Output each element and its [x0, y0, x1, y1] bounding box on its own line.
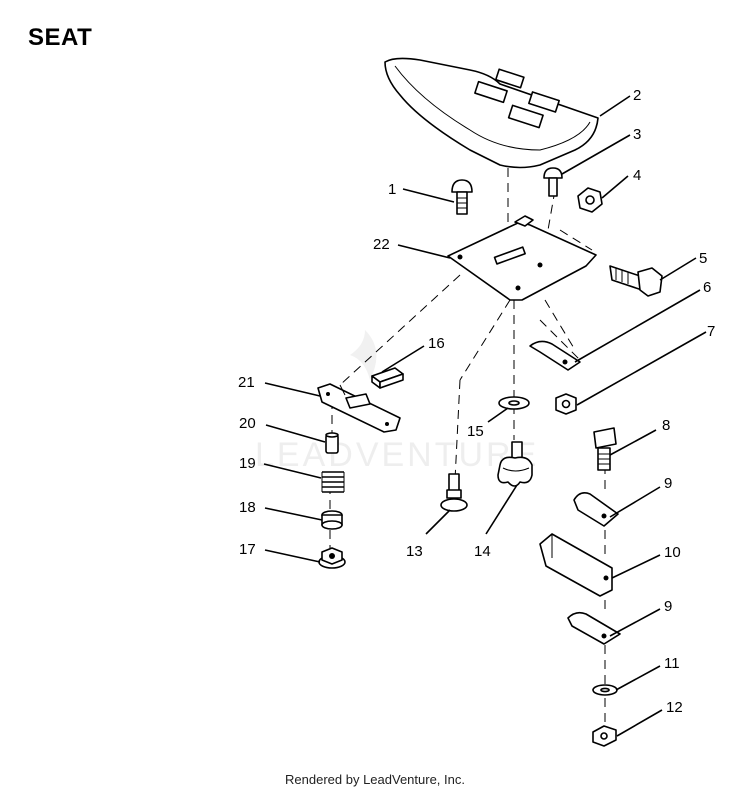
knob-part: [497, 441, 533, 487]
flange-nut-part: [318, 547, 346, 569]
callout-10: 10: [664, 544, 681, 561]
seat-part: [384, 57, 599, 169]
callout-labels: 2 3 4 1 22 5 6 7 16 21 20 19 18 17 15 14…: [238, 87, 715, 716]
callout-11: 11: [664, 655, 680, 672]
clip-part: [529, 340, 581, 371]
callout-2: 2: [633, 87, 641, 104]
watermark-logo: LEADVENTURE: [255, 330, 539, 474]
svg-text:LEADVENTURE: LEADVENTURE: [255, 436, 539, 474]
callout-15: 15: [467, 423, 484, 440]
washer-part: [498, 396, 530, 410]
pin-part: [325, 432, 339, 454]
latch-plate-part: [317, 383, 401, 433]
upper-clip-part: [573, 492, 619, 527]
footer-credit: Rendered by LeadVenture, Inc.: [285, 772, 465, 787]
lower-clip-part: [567, 611, 621, 645]
callout-1: 1: [388, 181, 396, 198]
bushing-part: [321, 510, 343, 530]
square-bolt-part: [593, 427, 617, 471]
assembly-lines: [329, 168, 606, 725]
shoulder-bolt-part: [440, 473, 468, 512]
callout-3: 3: [633, 126, 641, 143]
callout-5: 5: [699, 250, 707, 267]
callout-21: 21: [238, 374, 255, 391]
callout-4: 4: [633, 167, 641, 184]
leader-lines: [263, 95, 707, 737]
callout-17: 17: [239, 541, 256, 558]
carriage-bolt-part: [451, 179, 473, 215]
callout-22: 22: [373, 236, 390, 253]
callout-8: 8: [662, 417, 670, 434]
small-washer-part: [592, 684, 618, 696]
callout-14: 14: [474, 543, 491, 560]
callout-9-upper: 9: [664, 475, 672, 492]
page-title: SEAT: [28, 24, 93, 51]
hex-bolt-part: [609, 265, 663, 297]
callout-7: 7: [707, 323, 715, 340]
callout-13: 13: [406, 543, 423, 560]
callout-19: 19: [239, 455, 256, 472]
callout-20: 20: [239, 415, 256, 432]
callout-9-lower: 9: [664, 598, 672, 615]
hex-nut-part: [577, 187, 603, 213]
callout-12: 12: [666, 699, 683, 716]
spring-part: [321, 470, 345, 493]
callout-6: 6: [703, 279, 711, 296]
block-part: [371, 367, 404, 389]
lock-nut-part: [555, 393, 577, 415]
round-bolt-part: [543, 167, 563, 197]
callout-18: 18: [239, 499, 256, 516]
seat-bracket-plate-part: [447, 215, 597, 301]
lower-nut-part: [592, 725, 617, 747]
bracket-part: [539, 533, 613, 597]
callout-16: 16: [428, 335, 445, 352]
